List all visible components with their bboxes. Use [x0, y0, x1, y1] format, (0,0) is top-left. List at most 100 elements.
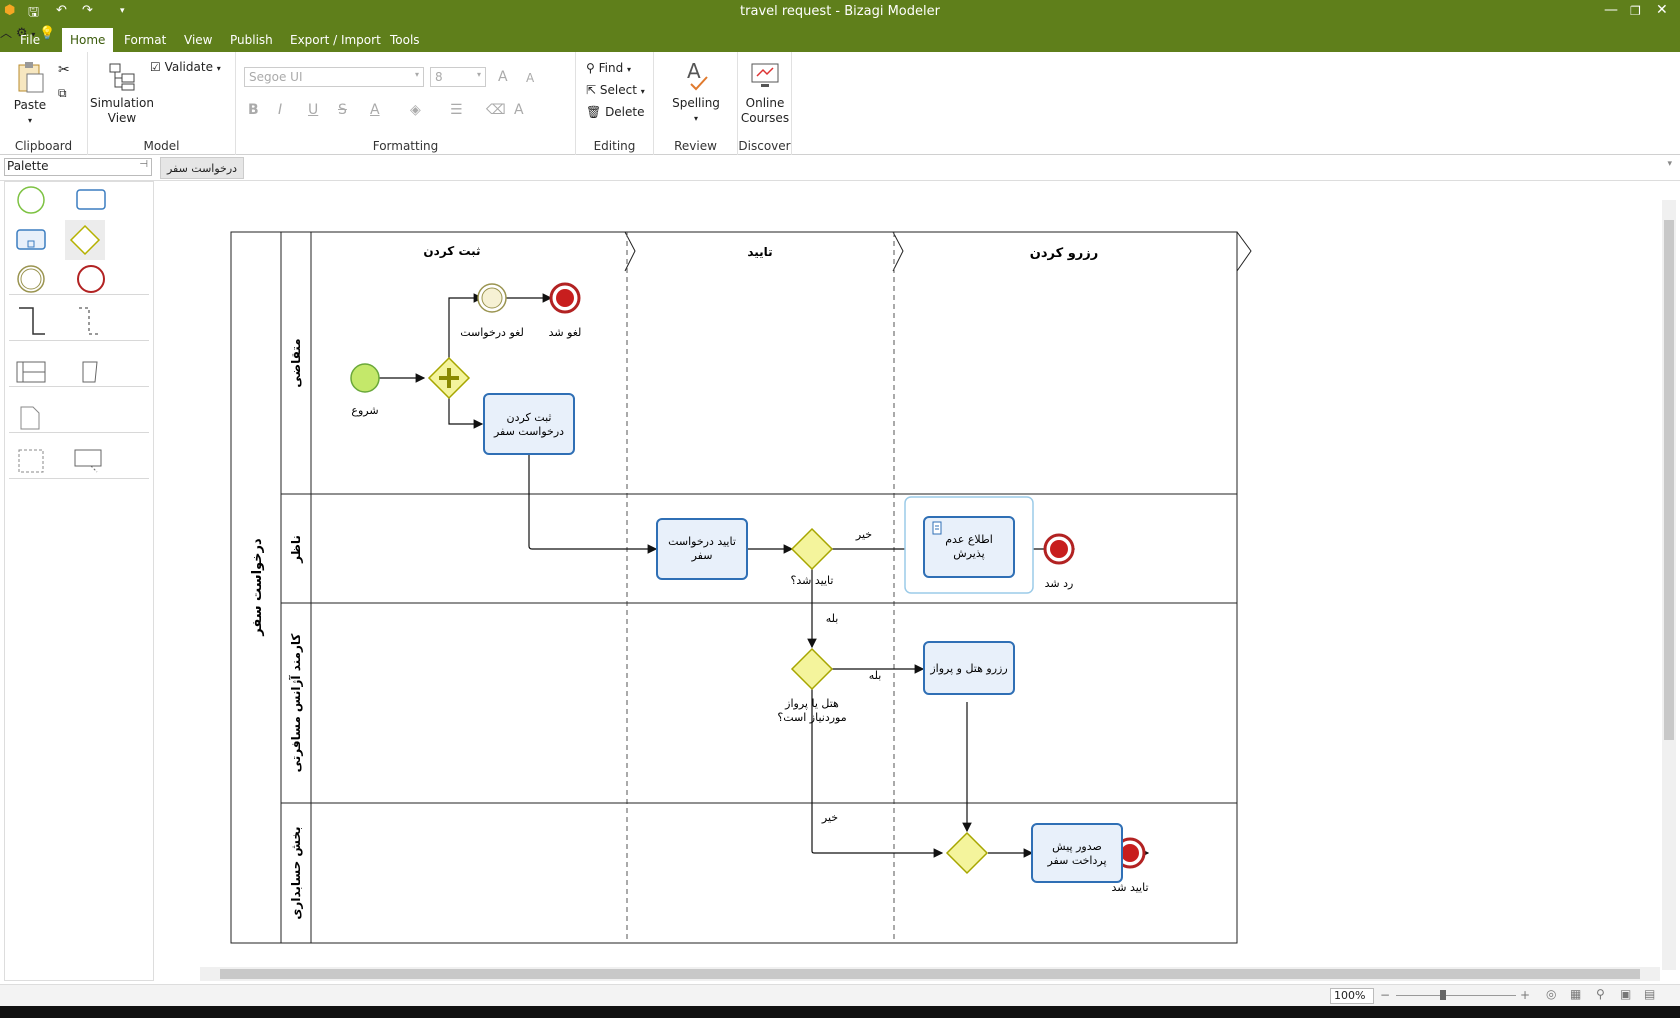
zoom-out-icon[interactable]: −	[1380, 988, 1391, 1002]
italic-icon[interactable]: I	[278, 102, 283, 118]
phase-shape[interactable]	[82, 361, 98, 383]
pin-icon[interactable]: ⊣	[139, 159, 148, 170]
end-event-shape[interactable]	[77, 265, 105, 293]
group-label: Formatting	[372, 139, 439, 153]
zoom-slider[interactable]	[1396, 995, 1516, 996]
lightbulb-icon[interactable]: 💡	[39, 26, 56, 41]
font-family-select[interactable]: Segoe UI▾	[244, 67, 424, 87]
task-label: درخواست سفر	[493, 425, 564, 438]
align-icon[interactable]: ☰	[450, 102, 463, 118]
approved-gateway[interactable]: تایید شد؟	[791, 527, 834, 587]
find-button[interactable]: ⚲ Find ▾	[586, 61, 631, 75]
cut-icon[interactable]: ✂	[58, 62, 70, 78]
zoom-slider-thumb[interactable]	[1440, 990, 1446, 1000]
gateway-shape[interactable]	[65, 220, 105, 260]
fullscreen-icon[interactable]: ▣	[1620, 987, 1632, 1001]
book-hotel-flight-task[interactable]: رزرو هتل و پرواز	[923, 641, 1015, 695]
collapse-ribbon-icon[interactable]: ︿	[0, 26, 13, 40]
gateway-label: تایید شد؟	[791, 574, 834, 587]
tab-view[interactable]: View	[184, 33, 213, 47]
paste-button[interactable]: Paste ▾	[8, 60, 52, 128]
fit-icon[interactable]: ◎	[1546, 987, 1557, 1001]
merge-gateway[interactable]	[945, 831, 989, 875]
horizontal-scroll-thumb[interactable]	[220, 969, 1640, 979]
options-dropdown-icon[interactable]: ▾	[31, 30, 36, 39]
clear-format-icon[interactable]: ⌫	[486, 102, 506, 118]
customize-quick-access-icon[interactable]: ▾	[120, 6, 125, 16]
needed-gateway[interactable]: هتل یا پرواز موردنیاز است؟	[777, 647, 847, 724]
fill-color-icon[interactable]: ◈	[410, 102, 421, 118]
intermediate-event-shape[interactable]	[17, 265, 45, 293]
approve-request-task[interactable]: تایید درخواست سفر	[656, 518, 748, 580]
find-label: Find	[598, 61, 624, 75]
checkbox-icon: ☑	[150, 60, 161, 74]
select-button[interactable]: ⇱ Select ▾	[586, 83, 645, 97]
cancel-request-intermediate-event[interactable]: لغو درخواست	[460, 283, 524, 339]
strikethrough-icon[interactable]: S	[338, 102, 347, 118]
tab-file[interactable]: File	[20, 33, 41, 47]
tab-export-import[interactable]: Export / Import	[290, 33, 381, 47]
start-event[interactable]: شروع	[350, 363, 380, 417]
paste-dropdown-icon[interactable]: ▾	[27, 116, 32, 125]
font-color-icon[interactable]: A	[370, 102, 380, 118]
underline-icon[interactable]: U	[308, 102, 319, 118]
simulation-view-button[interactable]: Simulation View	[90, 60, 154, 126]
horizontal-scrollbar[interactable]	[200, 967, 1660, 981]
zoom-icon[interactable]: ⚲	[1596, 987, 1605, 1001]
tab-tools[interactable]: Tools	[390, 33, 420, 47]
gear-icon[interactable]: ⚙	[15, 26, 28, 41]
vertical-scrollbar[interactable]	[1662, 200, 1676, 970]
register-request-task[interactable]: ثبت کردن درخواست سفر	[483, 393, 575, 455]
tab-publish[interactable]: Publish	[230, 33, 273, 47]
cancelled-end-event[interactable]: لغو شد	[549, 282, 582, 339]
undo-icon[interactable]: ↶	[56, 3, 67, 18]
group-editing: ⚲ Find ▾ ⇱ Select ▾ 🗑 Delete Editing	[576, 52, 654, 155]
minimize-icon[interactable]: —	[1604, 2, 1618, 18]
simulation-icon	[109, 63, 135, 91]
tab-format[interactable]: Format	[124, 33, 167, 47]
palette	[4, 181, 154, 981]
annotation-shape[interactable]	[74, 449, 102, 473]
overview-icon[interactable]: ▤	[1644, 987, 1656, 1001]
zoom-in-icon[interactable]: +	[1520, 988, 1531, 1002]
diagram-canvas[interactable]: درخواست سفر ثبت کردن تایید رزرو کردن متق…	[156, 181, 1666, 971]
rejected-end-event[interactable]: رد شد	[1043, 533, 1075, 590]
grid-icon[interactable]: ▦	[1570, 987, 1582, 1001]
zoom-level[interactable]: 100%	[1330, 988, 1374, 1004]
event-label: تایید شد	[1111, 881, 1148, 894]
restore-icon[interactable]: ❐	[1630, 4, 1641, 18]
sequence-flow-shape[interactable]	[19, 307, 45, 335]
document-tab[interactable]: درخواست سفر	[160, 157, 244, 179]
close-icon[interactable]: ✕	[1656, 2, 1668, 18]
online-courses-icon	[751, 63, 779, 87]
palette-title: Palette	[7, 159, 49, 173]
online-courses-button[interactable]: Online Courses	[740, 58, 790, 126]
save-icon[interactable]: 🖫	[28, 5, 40, 20]
start-event-shape[interactable]	[17, 186, 45, 214]
reject-notification-task[interactable]: اطلاع عدم پذیرش	[904, 496, 1034, 594]
spelling-button[interactable]: A Spelling ▾	[664, 58, 728, 126]
parallel-gateway[interactable]	[427, 356, 471, 400]
subprocess-shape[interactable]	[16, 229, 46, 250]
task-shape[interactable]	[76, 189, 106, 210]
vertical-scroll-thumb[interactable]	[1664, 220, 1674, 740]
group-label: Review	[674, 139, 717, 153]
association-shape[interactable]	[79, 307, 99, 335]
prepayment-task[interactable]: صدور پیش پرداخت سفر	[1031, 823, 1123, 883]
delete-button[interactable]: 🗑 Delete	[586, 105, 645, 119]
validate-button[interactable]: ☑ Validate ▾	[150, 60, 221, 74]
font-size-select[interactable]: 8▾	[430, 67, 486, 87]
data-object-shape[interactable]	[20, 406, 40, 430]
bpmn-diagram[interactable]: درخواست سفر ثبت کردن تایید رزرو کردن متق…	[156, 181, 1666, 971]
copy-icon[interactable]: ⧉	[58, 86, 67, 100]
grow-font-icon[interactable]: A	[498, 69, 508, 85]
text-style-icon[interactable]: A	[514, 102, 524, 118]
tab-list-dropdown-icon[interactable]: ▾	[1667, 159, 1672, 169]
pool-shape[interactable]	[16, 361, 46, 383]
redo-icon[interactable]: ↷	[82, 3, 93, 18]
tab-home[interactable]: Home	[62, 28, 114, 52]
lane-label: متقاضی	[289, 338, 303, 387]
shrink-font-icon[interactable]: A	[526, 71, 535, 85]
bold-icon[interactable]: B	[248, 102, 259, 118]
group-shape[interactable]	[18, 449, 44, 473]
